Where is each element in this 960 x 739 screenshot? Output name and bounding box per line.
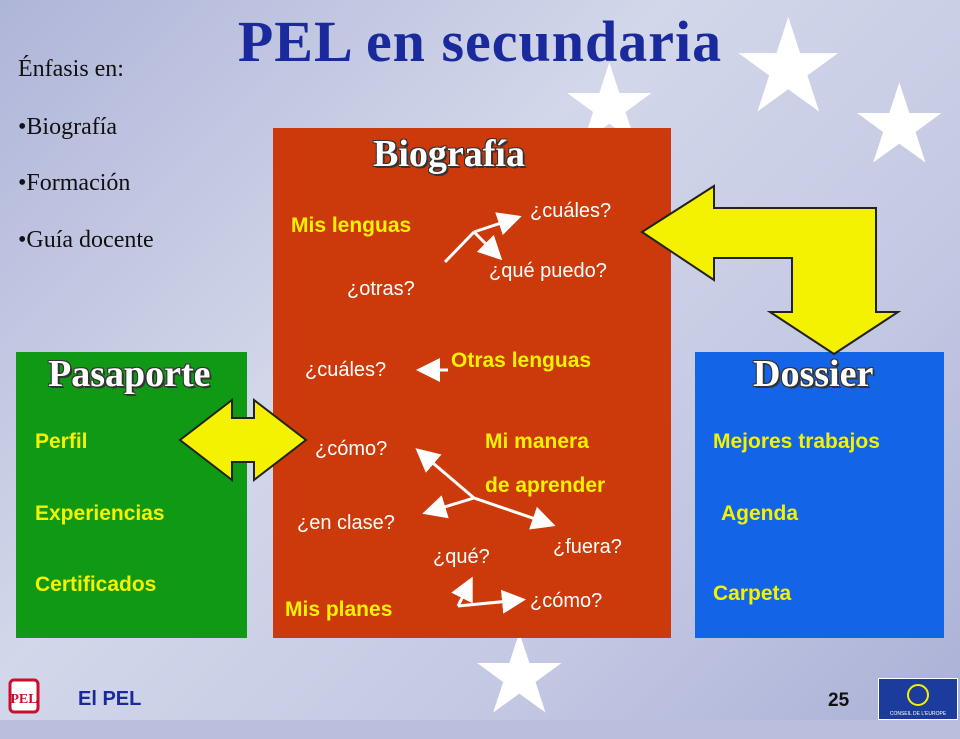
pasaporte-panel: Pasaporte Perfil Experiencias Certificad…	[16, 352, 247, 638]
en-clase-question: ¿en clase?	[297, 512, 395, 534]
otras-question: ¿otras?	[347, 278, 415, 300]
connector-line	[473, 496, 556, 530]
double-arrow-biografia-dossier	[640, 184, 902, 356]
star-decoration: ★	[850, 64, 949, 186]
dossier-panel: Dossier Mejores trabajos Agenda Carpeta	[695, 352, 944, 638]
pasaporte-item: Experiencias	[35, 502, 165, 525]
emphasis-item: •Guía docente	[18, 227, 154, 253]
dossier-item: Carpeta	[713, 582, 792, 605]
mis-planes-label: Mis planes	[285, 598, 393, 621]
otras-lenguas-label: Otras lenguas	[451, 349, 592, 372]
star-decoration: ★	[730, 0, 847, 140]
emphasis-item: •Formación	[18, 170, 131, 196]
pel-logo-graphic: PEL	[8, 678, 40, 714]
connector-line	[457, 589, 526, 614]
que-question: ¿qué?	[433, 546, 490, 568]
pel-logo: PEL	[4, 676, 44, 716]
pasaporte-title: Pasaporte	[48, 353, 211, 395]
council-logo-text: CONSEIL DE L'EUROPE	[890, 711, 947, 717]
pel-logo-text: PEL	[10, 692, 37, 707]
connector-line	[473, 212, 522, 236]
como-question: ¿cómo?	[530, 590, 603, 612]
cuales-question: ¿cuáles?	[305, 359, 387, 381]
page-number: 25	[828, 690, 850, 711]
connector-line	[451, 576, 473, 607]
biografia-panel: Biografía Mis lenguas ¿cuáles? ¿qué pued…	[273, 128, 671, 638]
council-logo-graphic: CONSEIL DE L'EUROPE	[890, 684, 947, 717]
diagram-arrows	[178, 184, 902, 614]
cuales-question: ¿cuáles?	[530, 200, 612, 222]
connector-line	[472, 230, 503, 261]
de-aprender-label: de aprender	[485, 474, 606, 497]
connector-line	[443, 230, 476, 264]
double-arrow-pasaporte-biografia	[178, 397, 308, 483]
dossier-item: Agenda	[721, 502, 799, 525]
connector-line	[415, 448, 475, 500]
emphasis-item: •Biografía	[18, 114, 118, 140]
pasaporte-item: Perfil	[35, 430, 88, 453]
slide-title: PEL en secundaria	[237, 9, 723, 74]
mi-manera-label: Mi manera	[485, 430, 589, 453]
como-question: ¿cómo?	[315, 438, 388, 460]
biografia-title: Biografía	[373, 133, 525, 175]
footer-label: El PEL	[78, 688, 142, 710]
council-of-europe-logo: CONSEIL DE L'EUROPE	[878, 678, 958, 720]
dossier-item: Mejores trabajos	[713, 430, 880, 453]
connector-line	[422, 495, 475, 519]
mis-lenguas-label: Mis lenguas	[291, 214, 412, 237]
emphasis-heading: Énfasis en:	[18, 56, 124, 82]
dossier-title: Dossier	[753, 353, 874, 395]
fuera-question: ¿fuera?	[553, 536, 622, 558]
que-puedo-question: ¿qué puedo?	[489, 260, 607, 282]
pasaporte-item: Certificados	[35, 573, 157, 596]
